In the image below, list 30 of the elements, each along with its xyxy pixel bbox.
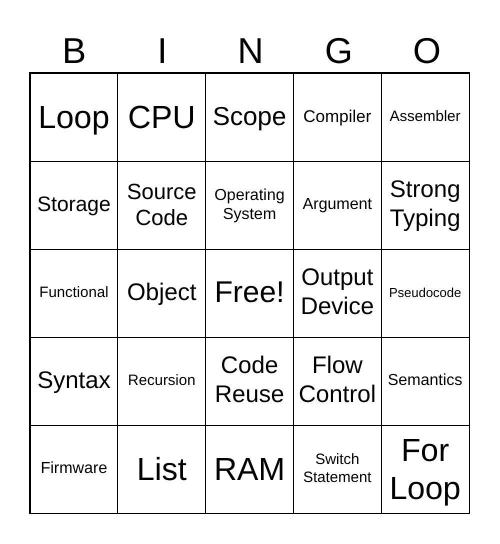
bingo-term: Free! (214, 275, 284, 311)
column-letter: O (412, 33, 441, 69)
bingo-term: Source Code (126, 178, 198, 232)
bingo-term: List (136, 450, 187, 488)
bingo-term: Syntax (37, 366, 111, 396)
bingo-term: Functional (39, 284, 108, 302)
bingo-term: Firmware (40, 459, 108, 479)
bingo-term: Object (127, 278, 196, 308)
bingo-term: CPU (128, 98, 196, 136)
bingo-term: Pseudocode (388, 285, 462, 301)
bingo-term: Flow Control (298, 352, 377, 410)
bingo-term: Compiler (303, 106, 372, 128)
bingo-term: For Loop (388, 430, 462, 508)
bingo-term: Argument (302, 195, 372, 215)
bingo-term: Scope (212, 101, 286, 133)
column-letter: G (324, 33, 353, 69)
bingo-term: Code Reuse (214, 352, 286, 410)
bingo-term: Recursion (128, 372, 196, 390)
column-letter: N (238, 33, 264, 69)
bingo-term: Output Device (300, 264, 375, 322)
bingo-term: Storage (37, 192, 111, 218)
column-letter: I (157, 33, 168, 69)
bingo-term: RAM (214, 450, 286, 488)
bingo-term: Semantics (388, 371, 462, 391)
bingo-term: Assembler (390, 108, 461, 126)
bingo-term: Strong Typing (388, 176, 462, 234)
bingo-term: Operating System (213, 186, 286, 224)
bingo-term: Loop (38, 98, 110, 136)
column-letter: B (62, 33, 86, 69)
bingo-term: Switch Statement (302, 451, 372, 487)
